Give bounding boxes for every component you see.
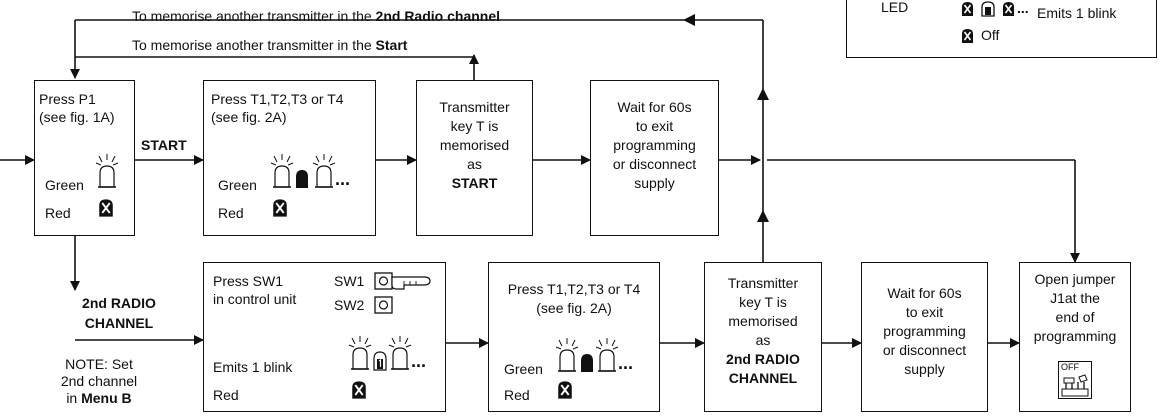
green-led-blinking-icon [312,154,336,188]
legend-dots: ... [1017,0,1029,16]
box-press-sw1: Press SW1 in control unit SW1 SW2 Emits … [203,262,446,412]
legend-emits-blink: Emits 1 blink [1037,5,1117,21]
legend-off: Off [981,27,1000,43]
red-led-off-icon [273,199,287,217]
branch-label-second-radio: 2nd RADIO CHANNEL [82,295,156,331]
led-legend: LED ... Emits 1 blink Off [846,0,1157,58]
green-led-blinking-icon [270,154,294,188]
led-off-icon [962,29,973,43]
green-led-blinking-icon [95,154,119,188]
button-icon [374,296,393,314]
green-led-blinking-icon [595,338,619,372]
legend-led-label: LED [881,0,909,15]
box-press-t-start: Press T1,T2,T3 or T4 (see fig. 2A) Green… [203,80,376,236]
green-led-blinking-icon [388,336,412,370]
box-memorised-start: Transmitter key T is memorised as START [416,80,533,236]
box-wait-radio: Wait for 60s to exit programming or disc… [861,262,988,412]
box-memorised-radio: Transmitter key T is memorised as 2nd RA… [704,262,822,412]
red-led-off-icon [99,199,113,217]
led-one-icon [373,351,387,371]
start-label: START [141,137,187,153]
box-press-p1: Press P1 (see fig. 1A) Green Red [34,80,135,236]
note-menu-b: NOTE: Set 2nd channel in Menu B [60,356,138,406]
led-off-icon [962,2,973,16]
box-open-jumper: Open jumper J1at the end of programming … [1019,262,1131,412]
red-led-off-icon [558,381,572,399]
jumper-off-icon: OFF [1058,361,1092,399]
led-number-icon [981,1,995,17]
loop-label-start: To memorise another transmitter in the S… [132,37,408,53]
led-off-icon [1003,2,1014,16]
box-press-t-radio: Press T1,T2,T3 or T4 (see fig. 2A) Green… [488,262,660,412]
green-led-blinking-icon [555,338,579,372]
box-wait-start: Wait for 60s to exit programming or disc… [590,80,719,236]
button-pressed-icon [374,272,431,290]
loop-label-second-channel: To memorise another transmitter in the 2… [132,8,501,24]
green-led-blinking-icon [348,336,372,370]
red-led-off-icon [352,381,366,399]
green-led-on-icon [581,354,593,372]
green-led-on-icon [296,170,308,188]
